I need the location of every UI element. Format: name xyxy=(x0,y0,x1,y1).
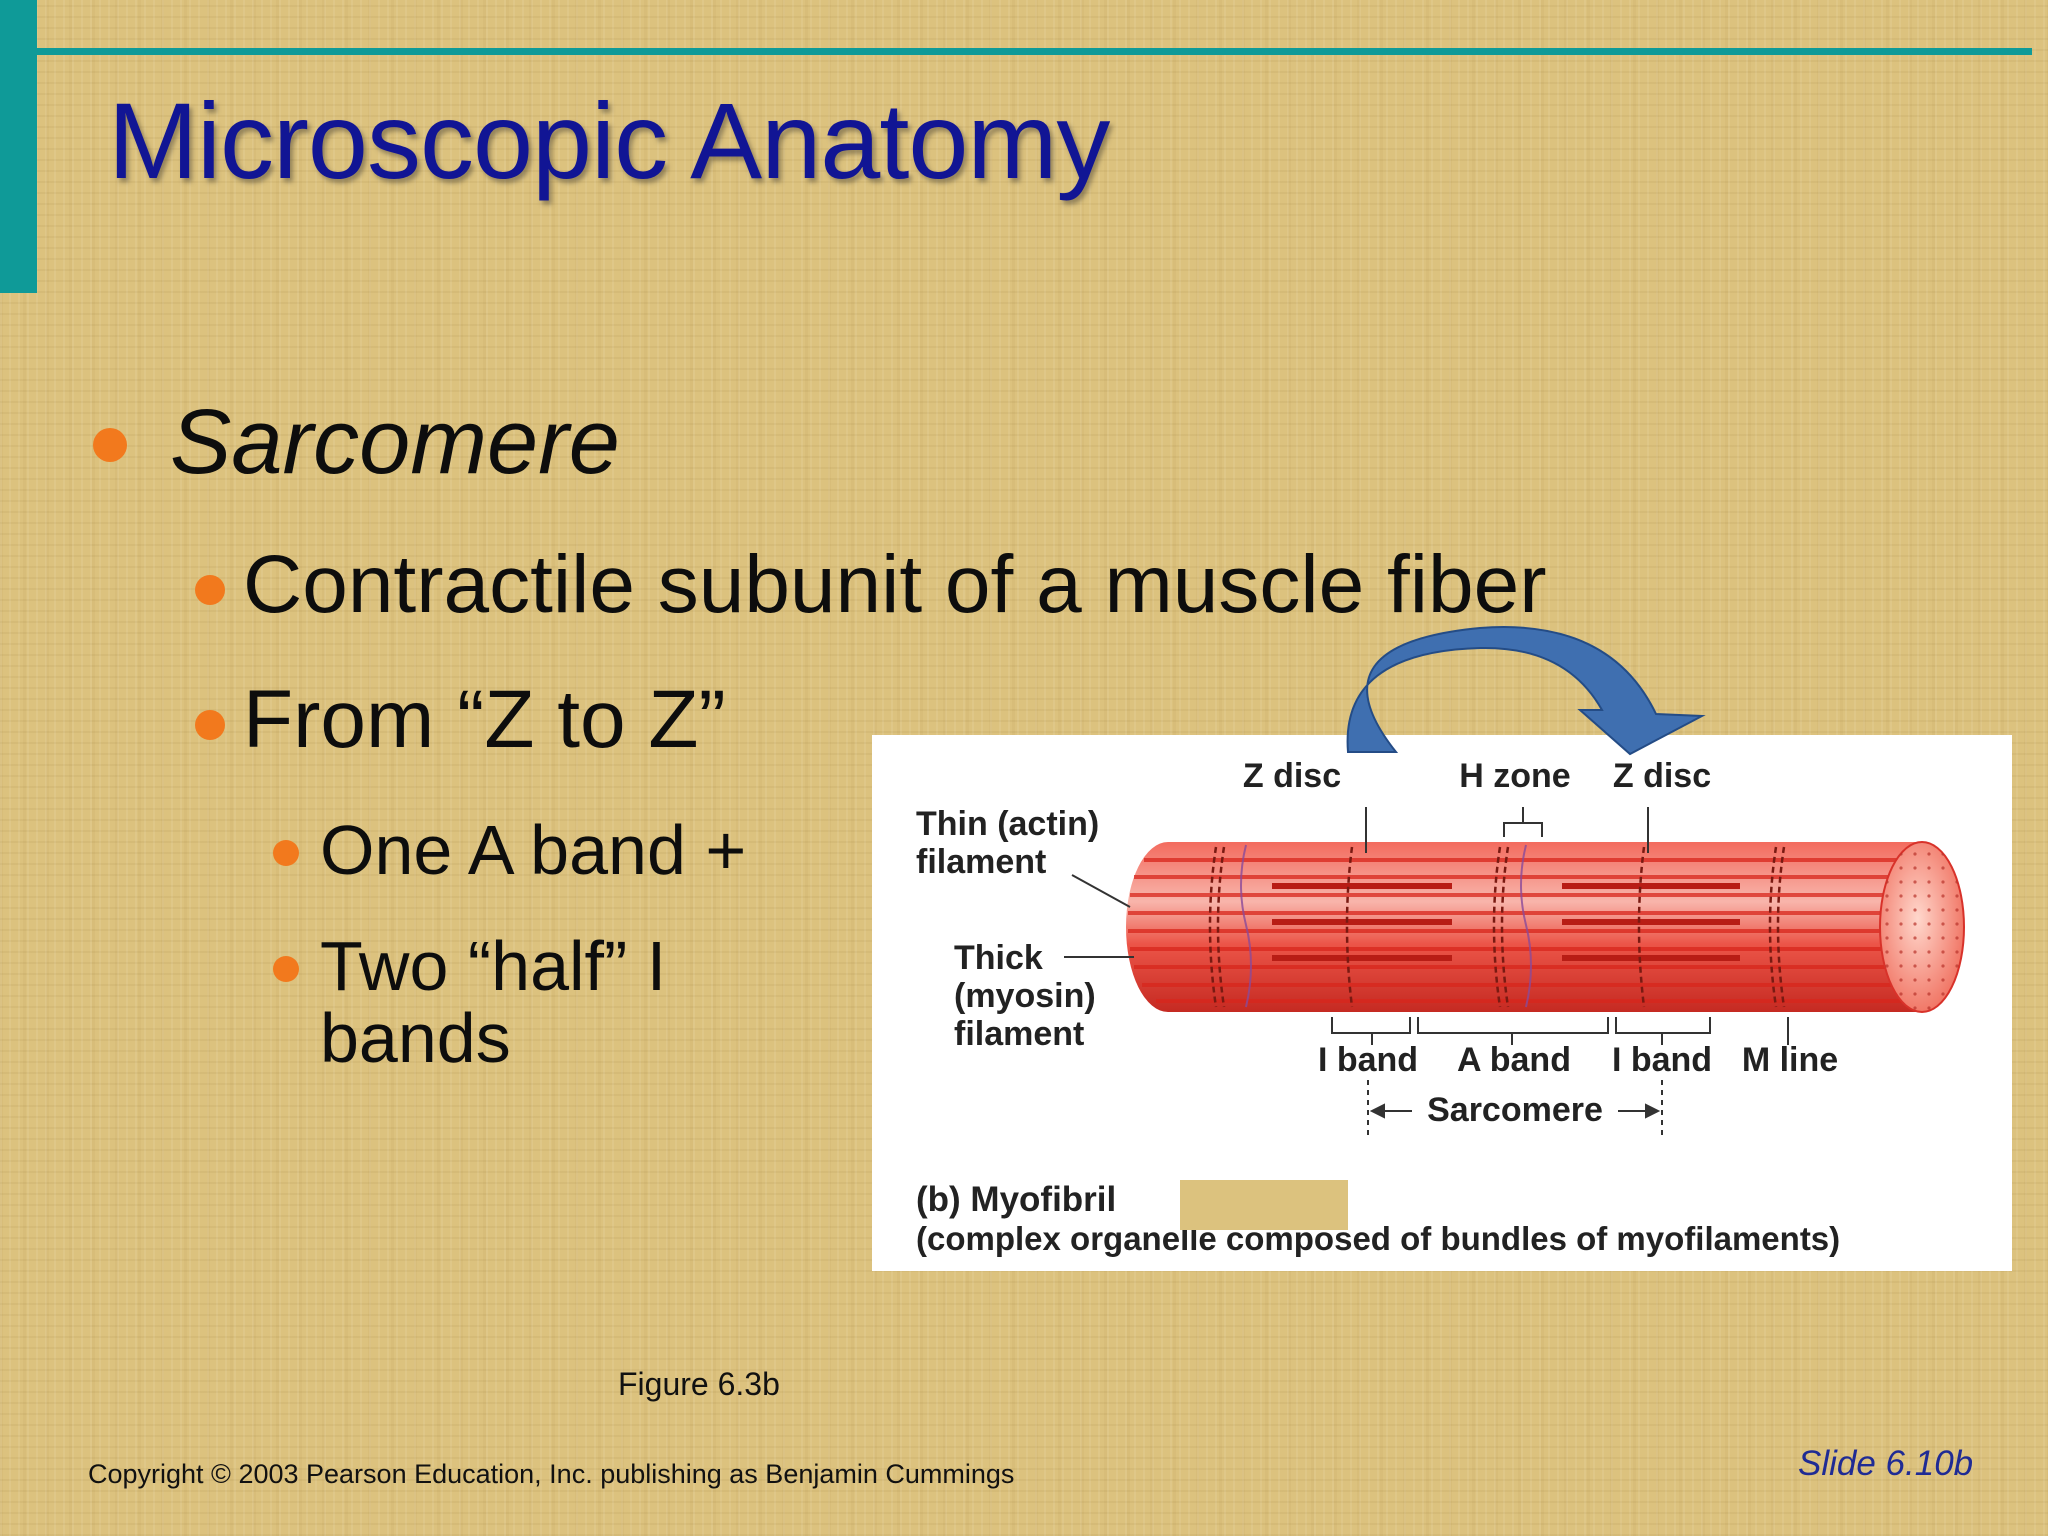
bullet-z-to-z: From “Z to Z” xyxy=(243,674,726,765)
caption-overlay-patch xyxy=(1180,1180,1348,1230)
label-z-disc-right: Z disc xyxy=(1613,757,1711,795)
bullet-two-half-i: Two “half” I xyxy=(320,927,667,1005)
accent-line xyxy=(37,48,2032,55)
bottom-brackets xyxy=(1331,1017,1789,1045)
bullet-dot-icon xyxy=(93,428,127,462)
bullet-dot-icon xyxy=(195,710,225,740)
label-a-band: A band xyxy=(1457,1041,1571,1079)
bullet-bands: bands xyxy=(320,999,511,1077)
label-m-line: M line xyxy=(1742,1041,1838,1079)
bullet-sarcomere: Sarcomere xyxy=(170,391,620,493)
left-leader-lines xyxy=(1064,874,1134,958)
figure-caption-title: (b) Myofibril xyxy=(916,1180,1116,1219)
accent-bar xyxy=(0,0,37,293)
curved-arrow-icon xyxy=(1346,626,1706,756)
label-thick-filament-3: filament xyxy=(954,1015,1084,1053)
bullet-contractile: Contractile subunit of a muscle fiber xyxy=(243,539,1547,630)
label-thick-filament-1: Thick xyxy=(954,939,1043,977)
myofibril-cylinder xyxy=(1126,841,1965,1013)
bullet-dot-icon xyxy=(195,575,225,605)
label-i-band-left: I band xyxy=(1318,1041,1418,1079)
label-thick-filament-2: (myosin) xyxy=(954,977,1096,1015)
label-h-zone: H zone xyxy=(1459,757,1570,795)
label-sarcomere: Sarcomere xyxy=(1427,1091,1603,1129)
label-thin-filament-2: filament xyxy=(916,843,1046,881)
figure-reference: Figure 6.3b xyxy=(618,1366,780,1402)
sarcomere-span xyxy=(1367,1080,1663,1140)
top-leader-lines xyxy=(1365,807,1649,853)
copyright-text: Copyright © 2003 Pearson Education, Inc.… xyxy=(88,1459,1015,1489)
bullet-dot-icon xyxy=(273,956,299,982)
label-thin-filament-1: Thin (actin) xyxy=(916,805,1099,843)
bullet-dot-icon xyxy=(273,840,299,866)
bullet-one-a-band: One A band + xyxy=(320,811,747,889)
figure-caption-sub: (complex organelle composed of bundles o… xyxy=(916,1220,1840,1257)
label-z-disc-left: Z disc xyxy=(1243,757,1341,795)
myofibril-figure: Z disc H zone Z disc Thin (actin) filame… xyxy=(872,735,2012,1271)
slide-title: Microscopic Anatomy xyxy=(108,80,1110,201)
label-i-band-right: I band xyxy=(1612,1041,1712,1079)
myofibril-diagram: Z disc H zone Z disc Thin (actin) filame… xyxy=(916,757,1965,1257)
slide-number: Slide 6.10b xyxy=(1798,1444,1974,1483)
